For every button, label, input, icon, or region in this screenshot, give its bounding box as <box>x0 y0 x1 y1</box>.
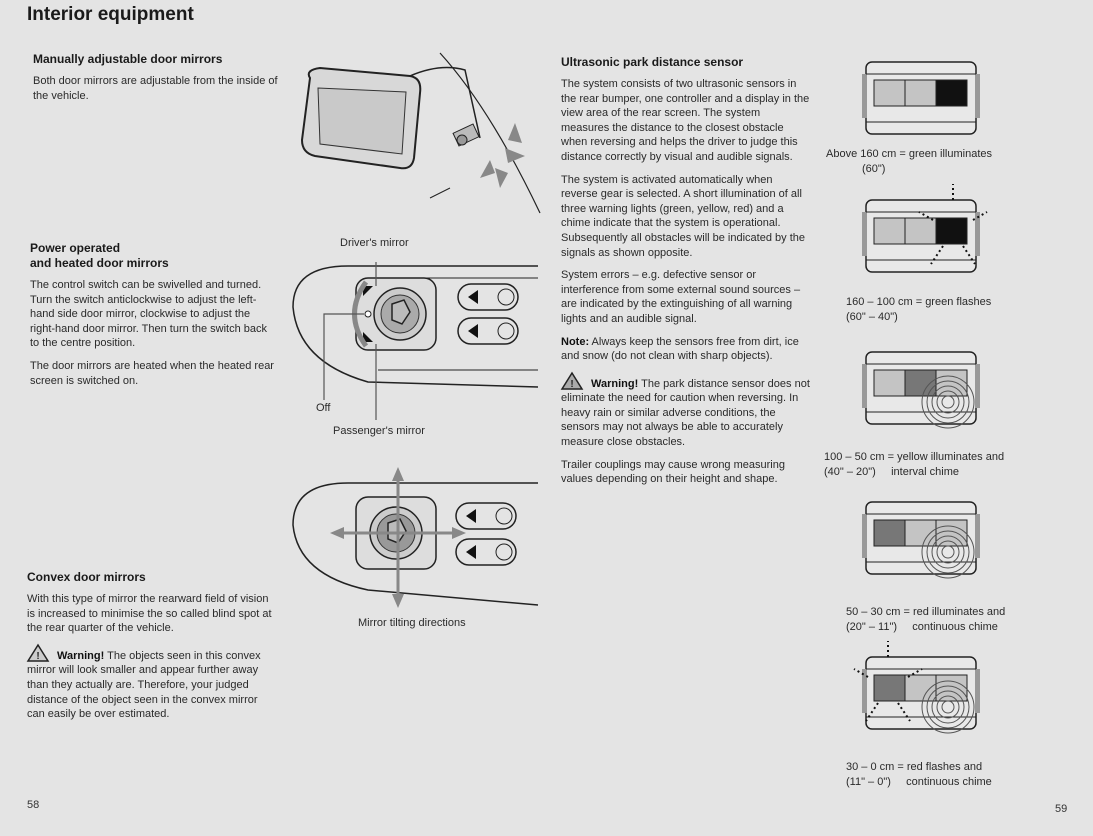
mirror-tilting-illustration <box>292 467 539 608</box>
pdc-state-caption: 50 – 30 cm = red illuminates and (20" – 1… <box>846 605 1005 635</box>
park-sensor-heading: Ultrasonic park distance sensor <box>561 55 744 69</box>
pdc-display-state-1 <box>862 61 980 135</box>
convex-mirrors-heading: Convex door mirrors <box>27 570 146 584</box>
warning-light <box>904 519 937 547</box>
caption-line: 50 – 30 cm = red illuminates and <box>846 606 1006 618</box>
caption-line: 160 – 100 cm = green flashes <box>846 296 992 308</box>
warning-light <box>873 369 906 397</box>
warning-label: Warning! <box>591 377 639 390</box>
warning-triangle-icon: ! <box>26 643 50 662</box>
caption-line: (60" – 40") <box>846 311 898 323</box>
note-label: Note: <box>561 335 590 348</box>
svg-text:!: ! <box>570 379 573 390</box>
page-number-right: 59 <box>1055 803 1068 815</box>
park-sensor-p2: The system is activated automatically wh… <box>561 173 805 259</box>
flash-rays-icon <box>918 184 988 265</box>
warning-light <box>904 79 937 107</box>
warning-light <box>873 79 906 107</box>
caption-line: 100 – 50 cm = yellow illuminates and <box>824 451 1005 463</box>
note-text: Always keep the sensors free from dirt, … <box>561 335 799 363</box>
warning-text: The objects seen in this convex mirror w… <box>27 649 261 721</box>
park-sensor-warning: ! Warning! The park distance sensor does … <box>560 371 811 450</box>
warning-light <box>935 79 968 107</box>
power-mirrors-text: The control switch can be swivelled and … <box>30 279 268 350</box>
heading-line: Power operated <box>30 241 121 255</box>
pdc-state-caption: 100 – 50 cm = yellow illuminates and (40"… <box>824 450 1004 480</box>
drivers-mirror-label: Driver's mirror <box>340 237 409 249</box>
pdc-display-state-3 <box>862 351 980 429</box>
manual-mirrors-text: Both door mirrors are adjustable from th… <box>33 75 278 102</box>
caption-line: 30 – 0 cm = red flashes and <box>846 761 983 773</box>
convex-warning: ! Warning! The objects seen in this conve… <box>26 643 275 722</box>
pdc-state-caption: 30 – 0 cm = red flashes and (11" – 0") co… <box>846 760 992 790</box>
park-sensor-p4: Trailer couplings may cause wrong measur… <box>561 458 785 486</box>
caption-line: (40" – 20") interval chime <box>824 466 959 478</box>
park-sensor-note: Note: Always keep the sensors free from … <box>561 335 811 364</box>
warning-light <box>904 217 937 245</box>
warning-light <box>873 217 906 245</box>
passengers-mirror-label: Passenger's mirror <box>333 425 425 437</box>
pdc-display-state-2 <box>862 184 988 273</box>
svg-text:!: ! <box>36 651 39 662</box>
window-switch <box>457 283 519 311</box>
warning-light <box>873 519 906 547</box>
manual-mirrors-heading: Manually adjustable door mirrors <box>33 52 223 66</box>
caption-line: (20" – 11") continuous chime <box>846 621 998 633</box>
page-number-left: 58 <box>27 799 40 811</box>
pdc-state-caption: 160 – 100 cm = green flashes (60" – 40") <box>846 295 991 325</box>
flash-rays-icon <box>853 641 923 722</box>
park-sensor-section: Ultrasonic park distance sensor The syst… <box>560 55 811 495</box>
page-title: Interior equipment <box>27 4 194 25</box>
tilt-arrows-icon <box>330 467 466 608</box>
pdc-state-caption: Above 160 cm = green illuminates (60") <box>826 147 992 177</box>
tilting-directions-label: Mirror tilting directions <box>358 617 466 629</box>
warning-light <box>873 674 906 702</box>
heated-mirrors-text: The door mirrors are heated when the hea… <box>30 359 274 387</box>
convex-mirrors-section: Convex door mirrors With this type of mi… <box>26 570 275 730</box>
caption-line: (11" – 0") continuous chime <box>846 776 992 788</box>
caption-line: (60") <box>862 163 886 175</box>
off-label: Off <box>316 402 331 414</box>
park-sensor-p3: System errors – e.g. defective sensor or… <box>561 269 801 325</box>
pdc-display-state-5 <box>853 641 980 734</box>
caption-line: Above 160 cm = green illuminates <box>826 148 993 160</box>
warning-triangle-icon: ! <box>560 371 584 390</box>
adjust-arrows-icon <box>480 123 525 188</box>
warning-light <box>935 217 968 245</box>
convex-mirrors-text: With this type of mirror the rearward fi… <box>27 593 272 635</box>
warning-label: Warning! <box>57 649 105 662</box>
warning-text: The park distance sensor does not elimin… <box>561 377 810 449</box>
park-sensor-p1: The system consists of two ultrasonic se… <box>561 78 810 163</box>
door-mirror-illustration <box>300 52 541 214</box>
mirror-switch-panel-illustration <box>292 262 539 420</box>
window-switch <box>457 317 519 345</box>
pdc-display-state-4 <box>862 501 980 579</box>
warning-light <box>904 369 937 397</box>
manual-mirrors-section: Manually adjustable door mirrors Both do… <box>33 52 278 111</box>
warning-light <box>904 674 937 702</box>
heading-line: and heated door mirrors <box>30 256 169 270</box>
